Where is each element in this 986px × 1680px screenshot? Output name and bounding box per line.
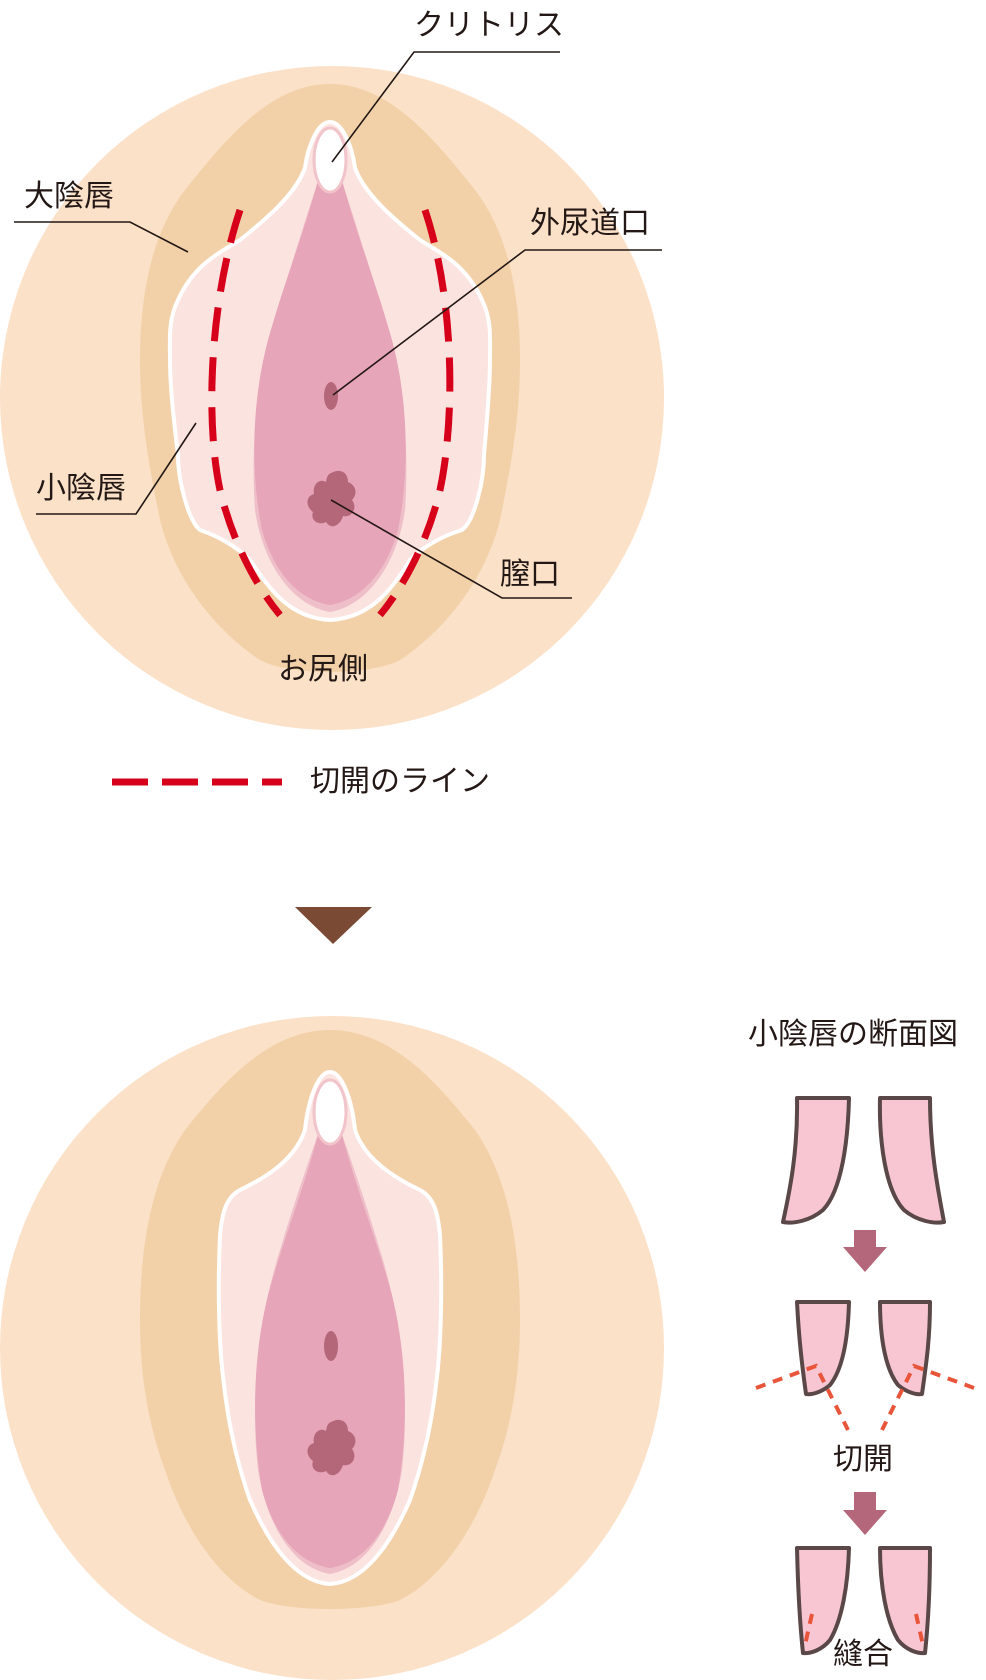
cross-section-right-3 bbox=[878, 1546, 932, 1656]
cross-section-left-2 bbox=[795, 1300, 851, 1397]
incision-caption: 切開 bbox=[833, 1442, 893, 1477]
cross-section-left-1 bbox=[781, 1096, 851, 1225]
cross-section-panel bbox=[781, 1096, 946, 1656]
label-urethral-opening: 外尿道口 bbox=[530, 206, 650, 241]
cross-section-incision-dashes bbox=[755, 1363, 975, 1646]
bottom-anatomy bbox=[0, 1016, 664, 1680]
clitoris-bottom bbox=[312, 1078, 348, 1146]
incision-line-top bbox=[208, 208, 454, 618]
label-labia-minora: 小陰唇 bbox=[36, 471, 126, 506]
top-anatomy bbox=[0, 51, 664, 730]
label-vaginal-opening: 膣口 bbox=[500, 557, 560, 592]
cross-section-right-1 bbox=[877, 1096, 946, 1225]
vaginal-opening-bottom bbox=[307, 1419, 356, 1476]
cross-arrow-1 bbox=[843, 1230, 887, 1272]
down-arrow bbox=[295, 907, 372, 944]
cross-section-left-3 bbox=[795, 1546, 851, 1656]
label-clitoris: クリトリス bbox=[414, 8, 564, 43]
cross-section-arrows bbox=[843, 1230, 887, 1535]
cross-section-title: 小陰唇の断面図 bbox=[748, 1017, 958, 1052]
label-labia-majora: 大陰唇 bbox=[24, 179, 114, 214]
vaginal-opening-top bbox=[307, 470, 356, 527]
clitoris-top bbox=[312, 126, 348, 194]
cross-arrow-2 bbox=[843, 1492, 887, 1535]
urethral-opening-bottom bbox=[324, 1331, 338, 1361]
cross-section-right-2 bbox=[878, 1300, 932, 1397]
urethral-opening-top bbox=[324, 382, 338, 410]
leader-lines bbox=[14, 51, 662, 599]
legend-incision-label: 切開のライン bbox=[310, 764, 490, 799]
suture-caption: 縫合 bbox=[833, 1637, 893, 1672]
label-anal-side: お尻側 bbox=[278, 652, 368, 687]
